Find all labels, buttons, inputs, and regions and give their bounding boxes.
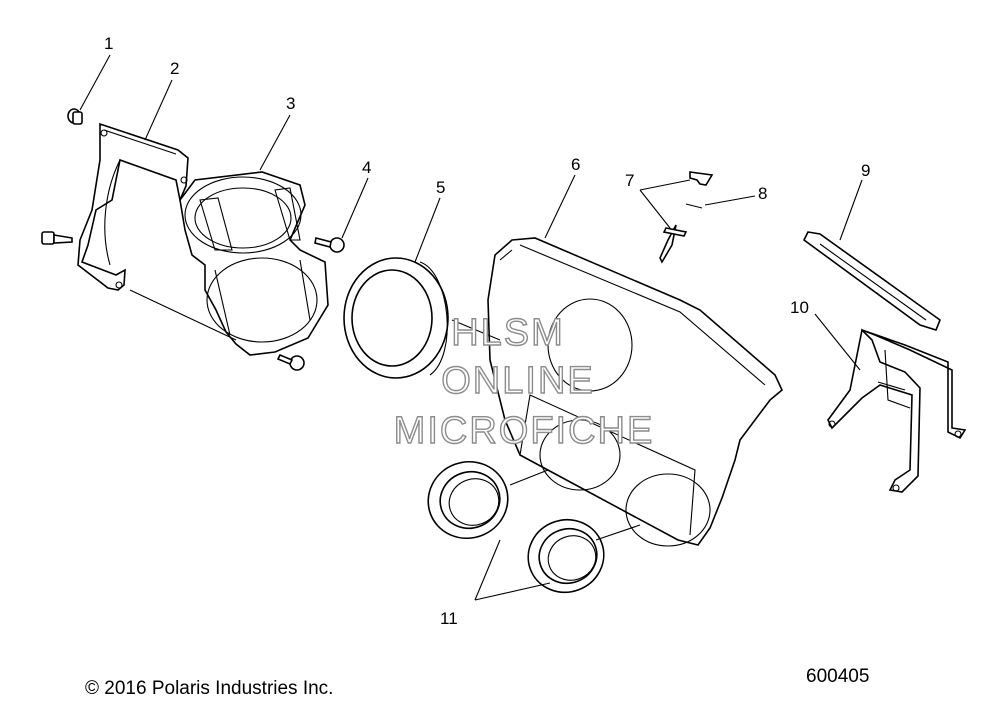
callout-5: 5 (436, 178, 445, 197)
watermark: HLSM ONLINE MICROFICHE (393, 311, 655, 452)
part-1-bolt (67, 108, 83, 125)
part-11-seals (427, 460, 605, 594)
copyright-text: © 2016 Polaris Industries Inc. (85, 678, 334, 699)
callout-7: 7 (625, 171, 634, 190)
callout-6: 6 (571, 155, 580, 174)
part-4-screw (314, 237, 345, 253)
part-10-bracket (827, 328, 967, 493)
part-8-clip (685, 203, 703, 209)
callout-2: 2 (170, 59, 179, 78)
part-3-duct (179, 171, 329, 356)
leader-lines (79, 54, 863, 601)
part-7-rivets (659, 171, 714, 264)
callout-11: 11 (440, 609, 458, 628)
part-6-airbox-cover (487, 237, 783, 547)
assembly-lines (129, 289, 641, 541)
drawing-number: 600405 (806, 666, 870, 687)
part-2-heat-shield (77, 122, 189, 291)
watermark-line-1: HLSM (451, 312, 565, 354)
part-screw-bottom (276, 353, 305, 371)
callout-8: 8 (758, 184, 767, 203)
callout-10: 10 (790, 298, 809, 317)
watermark-line-2: ONLINE (441, 360, 594, 402)
callout-9: 9 (861, 161, 870, 180)
callout-4: 4 (362, 158, 371, 177)
part-9-strap (802, 231, 941, 331)
callout-1: 1 (104, 34, 113, 53)
watermark-line-3: MICROFICHE (394, 410, 655, 452)
callout-3: 3 (286, 94, 295, 113)
part-5-ring (343, 257, 449, 379)
part-bolt-left (41, 231, 73, 245)
